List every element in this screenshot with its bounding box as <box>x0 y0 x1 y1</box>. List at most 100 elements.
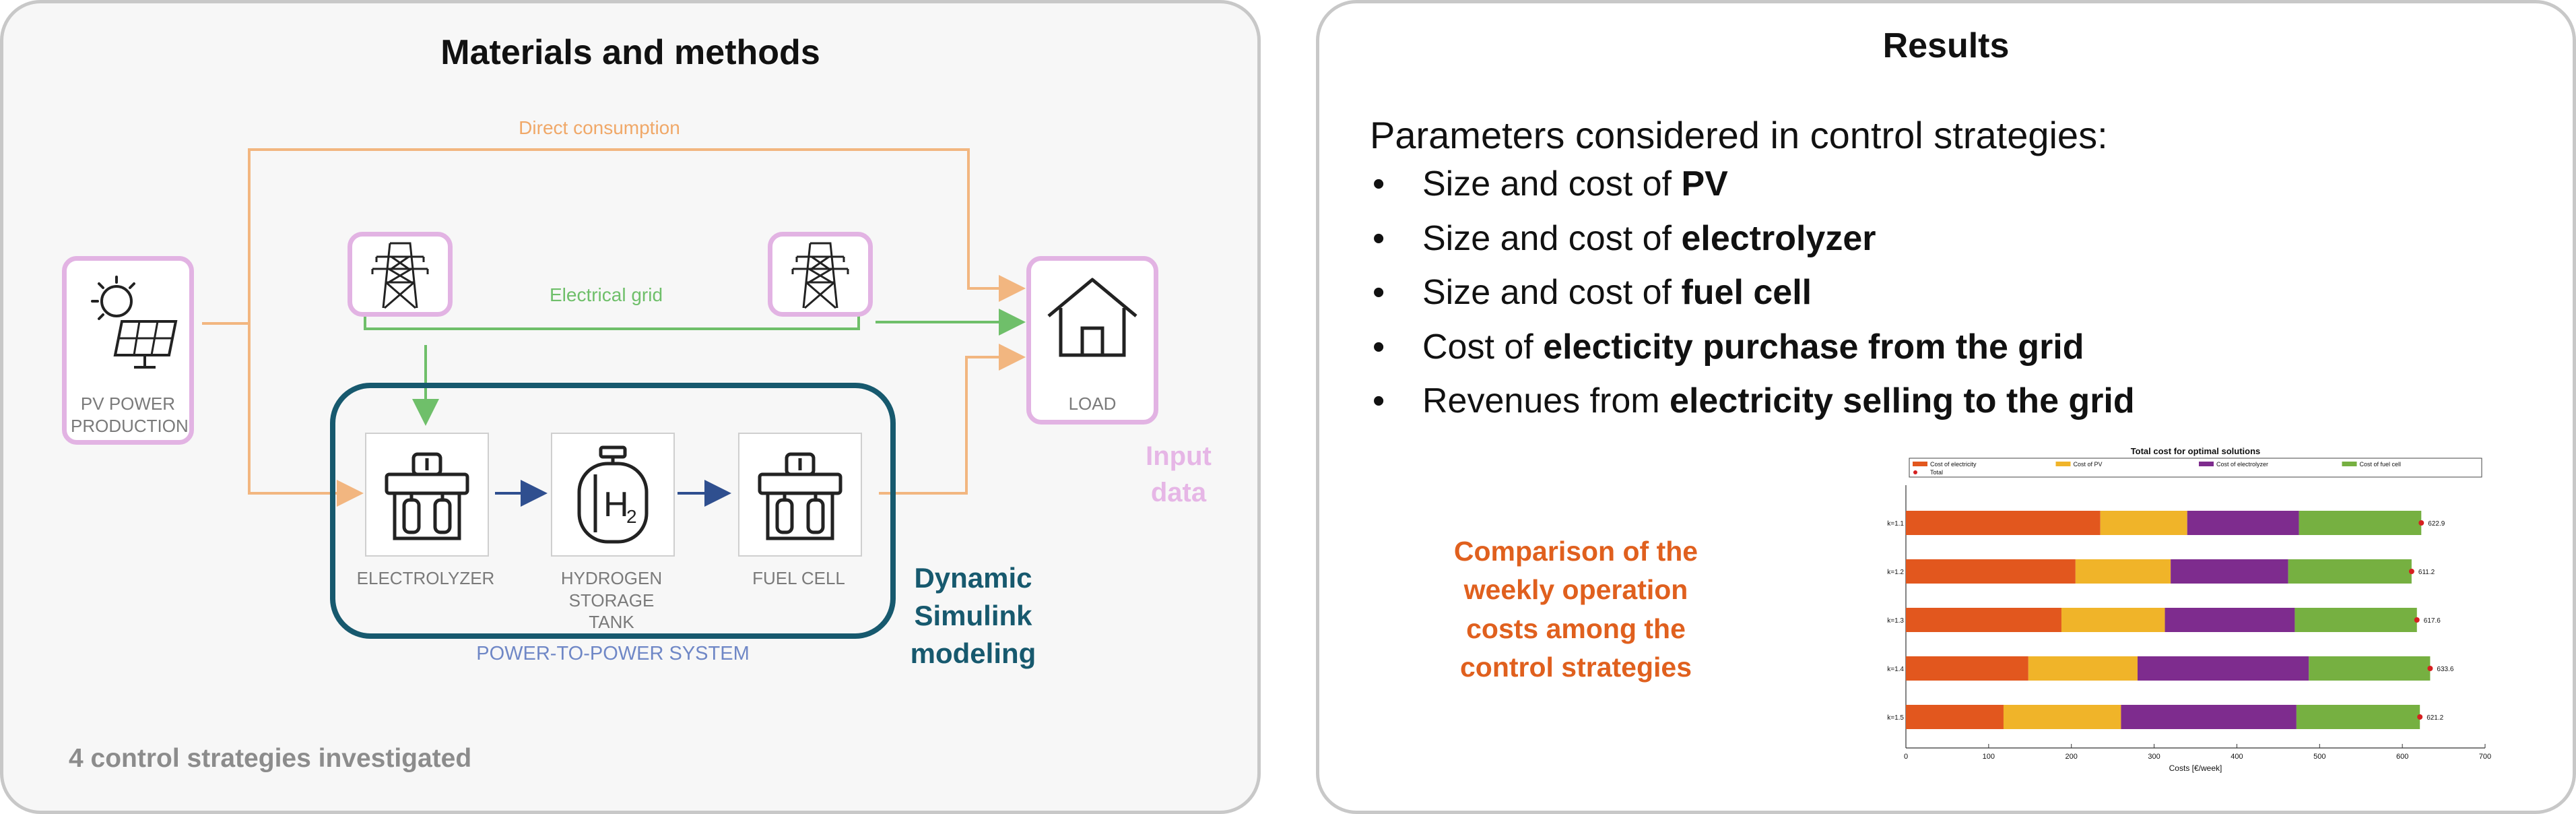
bar-segment <box>2138 656 2309 681</box>
dynamic-simulink-label: Dynamic Simulink modeling <box>910 562 1036 669</box>
y-tick-label: k=1.5 <box>1887 714 1904 722</box>
legend-label: Cost of fuel cell <box>2360 461 2402 468</box>
legend-label: Total <box>1930 469 1943 476</box>
bar-segment <box>2187 511 2299 535</box>
legend-label: Cost of electrolyzer <box>2216 461 2268 468</box>
electrolyzer-label: ELECTROLYZER <box>356 568 495 588</box>
power-to-power-label: POWER-TO-POWER SYSTEM <box>476 643 750 664</box>
bar-segment <box>1906 559 2076 584</box>
x-axis-label: Costs [€/week] <box>2169 763 2222 773</box>
bar-segment <box>1906 705 2004 729</box>
pylon-icon <box>791 242 849 309</box>
electrical-grid-line <box>364 310 860 330</box>
legend-swatch <box>2342 462 2357 466</box>
materials-methods-title: Materials and methods <box>440 33 820 72</box>
y-tick-label: k=1.1 <box>1887 520 1904 528</box>
total-label: 633.6 <box>2437 666 2453 673</box>
fuelcell-to-load-line <box>879 344 1026 495</box>
total-label: 622.9 <box>2428 520 2445 528</box>
y-tick-label: k=1.3 <box>1887 617 1904 625</box>
y-tick-label: k=1.2 <box>1887 569 1904 576</box>
legend-swatch <box>2199 462 2214 466</box>
bar-segment <box>2003 705 2121 729</box>
total-marker <box>2414 617 2420 623</box>
svg-text:2: 2 <box>626 506 637 527</box>
y-tick-label: k=1.4 <box>1887 666 1904 673</box>
hydrogen-tank-icon: H 2 <box>577 445 649 544</box>
load-label: LOAD <box>1068 394 1117 414</box>
x-tick-label: 600 <box>2396 753 2408 761</box>
parameter-item-grid-selling: •Revenues from electricity selling to th… <box>1373 381 2135 421</box>
load-box: LOAD <box>1026 256 1158 425</box>
direct-consumption-label: Direct consumption <box>519 117 680 138</box>
x-tick-label: 700 <box>2479 753 2491 761</box>
fuel-cell-label: FUEL CELL <box>752 568 845 588</box>
pv-power-label: PV POWER PRODUCTION <box>71 394 189 436</box>
total-label: 621.2 <box>2426 714 2443 722</box>
total-label: 617.6 <box>2424 617 2441 625</box>
x-tick-label: 300 <box>2148 753 2160 761</box>
legend-label: Cost of PV <box>2074 461 2103 468</box>
parameter-item-grid-purchase: •Cost of electicity purchase from the gr… <box>1373 327 2084 367</box>
parameter-item-fuel-cell: •Size and cost of fuel cell <box>1373 273 1812 313</box>
control-strategies-footer: 4 control strategies investigated <box>69 744 472 773</box>
electrical-grid-label: Electrical grid <box>549 284 663 305</box>
legend-swatch <box>2055 462 2071 466</box>
bar-segment <box>2294 608 2417 632</box>
fuel-cell-box <box>738 433 862 557</box>
x-tick-label: 0 <box>1904 753 1908 761</box>
power-to-power-box <box>330 383 896 639</box>
bar-segment <box>2299 511 2422 535</box>
total-marker <box>2417 714 2423 720</box>
legend-label: Cost of electricity <box>1930 461 1977 468</box>
fuel-cell-icon <box>758 452 843 540</box>
bar-segment <box>2296 705 2420 729</box>
parameters-list: •Size and cost of PV •Size and cost of e… <box>1370 162 2515 433</box>
parameter-item-pv: •Size and cost of PV <box>1373 164 1728 204</box>
direct-consumption-line <box>202 148 1026 325</box>
parameter-bold: PV <box>1681 164 1728 204</box>
parameter-bold: electicity purchase from the grid <box>1543 327 2084 367</box>
bar-segment <box>1906 511 2101 535</box>
comparison-caption: Comparison of the weekly operation costs… <box>1453 536 1698 683</box>
x-tick-label: 400 <box>2231 753 2243 761</box>
legend-total-marker <box>1913 470 1917 474</box>
x-tick-label: 500 <box>2313 753 2325 761</box>
parameter-bold: electrolyzer <box>1681 218 1876 258</box>
pv-power-box: PV POWER PRODUCTION <box>62 256 194 445</box>
chart-legend-box <box>1909 458 2482 478</box>
grid-pylon-right-box <box>768 232 873 317</box>
bar-segment <box>2028 656 2138 681</box>
bar-segment <box>2309 656 2431 681</box>
bar-segment <box>2288 559 2412 584</box>
bar-segment <box>2075 559 2171 584</box>
bar-segment <box>2100 511 2187 535</box>
total-marker <box>2408 569 2414 574</box>
electrolyzer-box <box>365 433 489 557</box>
hydrogen-tank-label: HYDROGEN STORAGE TANK <box>560 568 663 632</box>
pv-to-electrolyzer-line <box>248 323 364 507</box>
x-tick-label: 100 <box>1983 753 1995 761</box>
chart-title: Total cost for optimal solutions <box>2131 446 2261 456</box>
parameters-heading: Parameters considered in control strateg… <box>1370 114 2108 156</box>
bar-segment <box>2061 608 2165 632</box>
hydrogen-tank-box: H 2 <box>551 433 675 557</box>
electrolyzer-icon <box>385 452 469 540</box>
grid-pylon-left-box <box>348 232 453 317</box>
total-label: 611.2 <box>2418 569 2435 576</box>
x-tick-label: 200 <box>2066 753 2078 761</box>
bar-segment <box>2171 559 2288 584</box>
parameter-bold: fuel cell <box>1681 273 1812 313</box>
solar-panel-icon <box>91 276 178 369</box>
total-marker <box>2418 520 2424 526</box>
parameter-item-electrolyzer: •Size and cost of electrolyzer <box>1373 218 1876 258</box>
legend-swatch <box>1913 462 1927 466</box>
bar-segment <box>2165 608 2295 632</box>
pylon-icon <box>371 242 429 309</box>
bar-segment <box>2121 705 2297 729</box>
total-marker <box>2427 666 2433 671</box>
house-icon <box>1047 278 1137 357</box>
parameter-bold: electricity selling to the grid <box>1670 381 2135 421</box>
bar-segment <box>1906 656 2028 681</box>
